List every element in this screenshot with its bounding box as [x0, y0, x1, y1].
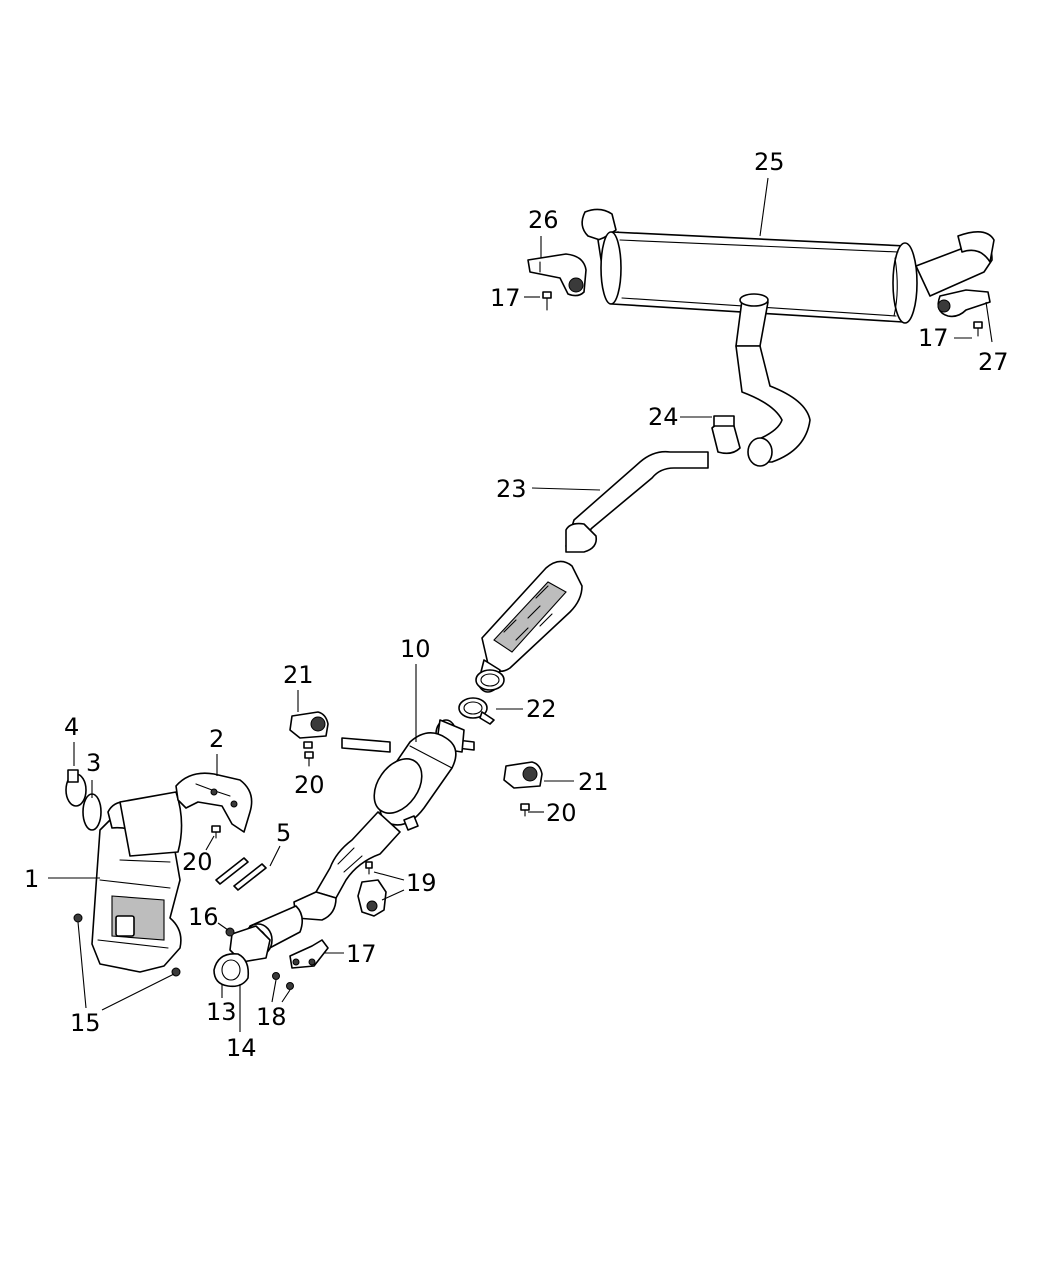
- callout-20-c: 20: [546, 799, 577, 827]
- callout-23: 23: [496, 475, 527, 503]
- callout-17-b: 17: [918, 324, 949, 352]
- callout-17-c: 17: [346, 940, 377, 968]
- callout-15: 15: [70, 1009, 101, 1037]
- callout-24: 24: [648, 403, 679, 431]
- clamp-24: [711, 415, 741, 455]
- bolt-20-c: [520, 803, 530, 817]
- callout-3: 3: [86, 749, 101, 777]
- bolt-20-a: [211, 825, 221, 839]
- resonator-pipe-23: [475, 450, 709, 693]
- callouts: 25 26 17 17 27 24 23 10 21 22 4 2 3 20 2…: [24, 148, 1009, 1062]
- callout-20-b: 20: [294, 771, 325, 799]
- callout-25: 25: [754, 148, 785, 176]
- isolator-19: [357, 861, 387, 917]
- bolt-20-b: [304, 751, 314, 767]
- manifold-converter-1: [73, 791, 183, 977]
- muffler-25: [581, 208, 995, 347]
- callout-21-a: 21: [283, 661, 314, 689]
- callout-14: 14: [226, 1034, 257, 1062]
- callout-21-b: 21: [578, 768, 609, 796]
- bolt-17-a: [542, 291, 552, 311]
- callout-5: 5: [276, 819, 291, 847]
- hanger-21-b: [503, 761, 543, 789]
- callout-22: 22: [526, 695, 557, 723]
- callout-26: 26: [528, 206, 559, 234]
- callout-18: 18: [256, 1003, 287, 1031]
- callout-1: 1: [24, 865, 39, 893]
- bolt-17-b: [973, 321, 983, 337]
- callout-17-a: 17: [490, 284, 521, 312]
- bracket-17-c: [289, 939, 329, 969]
- callout-16: 16: [188, 903, 219, 931]
- intermediate-pipe-curve: [735, 345, 811, 467]
- gasket-22: [458, 697, 495, 725]
- studs-5: [215, 857, 267, 891]
- hanger-21-a: [289, 711, 329, 749]
- callout-13: 13: [206, 998, 237, 1026]
- callout-10: 10: [400, 635, 431, 663]
- clamp-4: [65, 769, 87, 807]
- hanger-bracket-27: [937, 289, 991, 318]
- gasket-13-14: [213, 953, 250, 988]
- callout-4: 4: [64, 713, 79, 741]
- hanger-bracket-26: [527, 253, 587, 297]
- gasket-3: [82, 793, 102, 831]
- callout-20-a: 20: [182, 848, 213, 876]
- callout-27: 27: [978, 348, 1009, 376]
- callout-19: 19: [406, 869, 437, 897]
- front-pipe-converter-10: [229, 719, 475, 963]
- nuts-18: [272, 972, 294, 990]
- leader-lines: [48, 177, 993, 1032]
- callout-2: 2: [209, 725, 224, 753]
- heat-shield-2: [175, 772, 253, 833]
